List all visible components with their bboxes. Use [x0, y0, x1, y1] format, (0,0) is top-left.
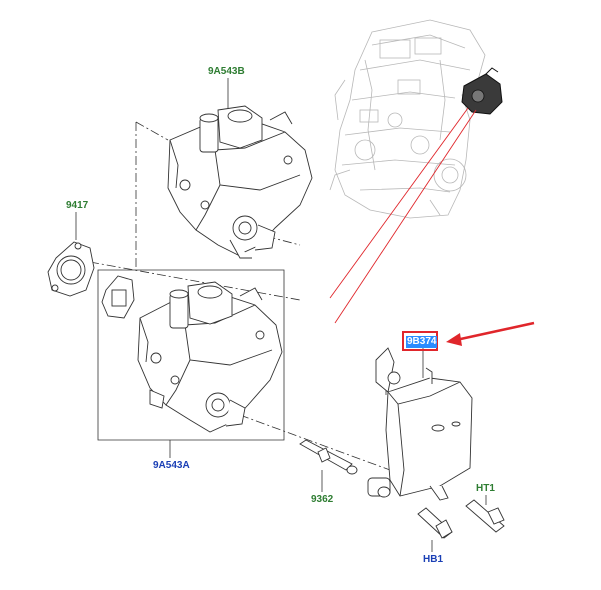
- engine-pump-location: [461, 67, 503, 115]
- callout-9a543b[interactable]: 9A543B: [208, 66, 245, 77]
- highlight-arrow: [446, 321, 535, 346]
- engine-illustration: [329, 19, 486, 219]
- callout-9a543a[interactable]: 9A543A: [153, 460, 190, 471]
- location-pointer-lines: [329, 107, 477, 324]
- callout-hb1[interactable]: HB1: [423, 554, 444, 565]
- bolt-ht1-drawing: [465, 499, 505, 533]
- callout-9362[interactable]: 9362: [311, 494, 334, 505]
- gasket-drawing: [47, 241, 95, 297]
- callout-9b374[interactable]: 9B374: [406, 336, 438, 348]
- pump-lower-drawing: [137, 281, 283, 433]
- stud-drawing: [299, 439, 358, 475]
- callout-ht1[interactable]: HT1: [476, 483, 495, 494]
- leader-lines: [75, 78, 487, 552]
- bracket-drawing: [367, 347, 473, 501]
- spacer-plate-drawing: [101, 275, 135, 319]
- pump-upper-drawing: [167, 105, 313, 259]
- callout-9417[interactable]: 9417: [66, 200, 89, 211]
- bolt-hb1-drawing: [417, 507, 453, 539]
